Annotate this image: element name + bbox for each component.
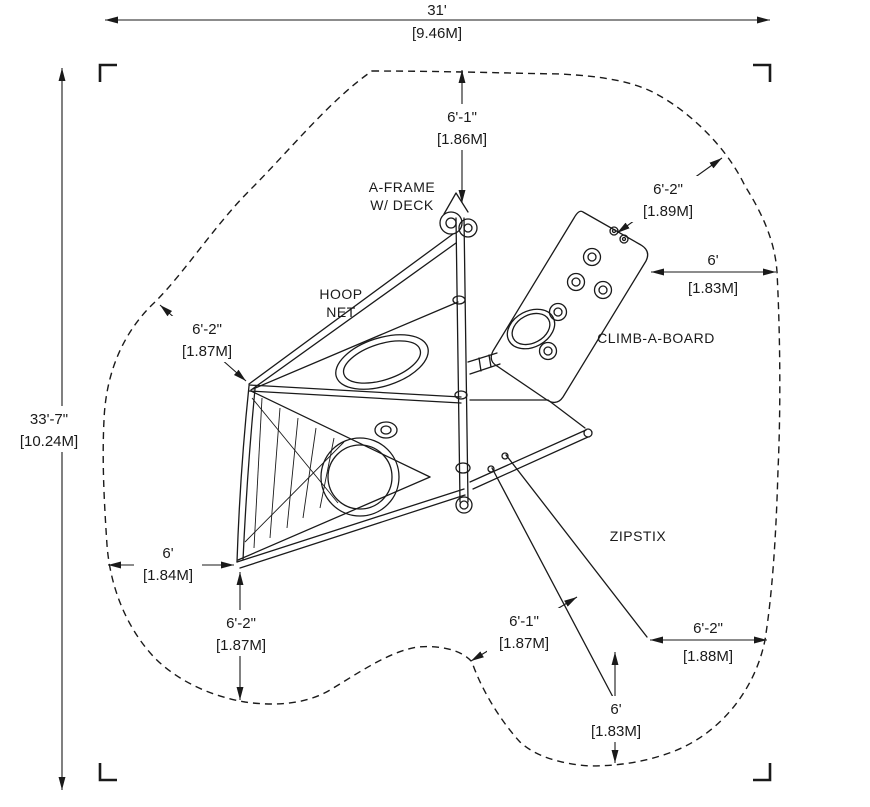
a-frame-structure <box>439 192 478 514</box>
dim-top-metric: [1.86M] <box>437 131 487 148</box>
text-masks <box>10 104 706 742</box>
label-a-frame-line2: W/ DECK <box>370 197 434 213</box>
corner-mark-bottom-left <box>98 763 117 782</box>
dim-lower-left-metric: [1.87M] <box>216 637 266 654</box>
label-climb-a-board: CLIMB-A-BOARD <box>597 330 715 346</box>
dim-overall-width-value: 31' <box>427 2 447 19</box>
corner-mark-top-left <box>98 63 117 82</box>
dim-lower-left-value: 6'-2" <box>226 615 256 632</box>
label-a-frame-line1: A-FRAME <box>369 179 436 195</box>
dim-overall-height-value: 33'-7" <box>30 411 68 428</box>
dim-overall-height-metric: [10.24M] <box>20 433 78 450</box>
label-hoop-net-line2: NET <box>326 304 356 320</box>
dim-upper-right-metric: [1.89M] <box>643 203 693 220</box>
dim-right-value: 6' <box>707 252 718 269</box>
dim-bottom-value: 6' <box>610 701 621 718</box>
climb-a-board-structure <box>467 210 649 490</box>
use-zone-boundary <box>102 70 781 767</box>
corner-mark-bottom-right <box>753 763 772 782</box>
dim-left-value: 6' <box>162 545 173 562</box>
corner-marks <box>98 63 772 782</box>
dim-lower-right-value: 6'-2" <box>693 620 723 637</box>
dim-lower-center-metric: [1.87M] <box>499 635 549 652</box>
dim-upper-left-metric: [1.87M] <box>182 343 232 360</box>
dim-bottom-metric: [1.83M] <box>591 723 641 740</box>
equipment-labels: A-FRAME W/ DECK HOOP NET CLIMB-A-BOARD Z… <box>319 179 714 544</box>
dimension-lines <box>58 16 776 790</box>
dimension-text: 31' [9.46M] 33'-7" [10.24M] 6'-1" [1.86M… <box>20 2 738 740</box>
dim-right-metric: [1.83M] <box>688 280 738 297</box>
hoop-net-structure <box>236 233 466 569</box>
dim-left-metric: [1.84M] <box>143 567 193 584</box>
equipment-structure <box>236 192 649 700</box>
dim-lower-right-metric: [1.88M] <box>683 648 733 665</box>
corner-mark-top-right <box>753 63 772 82</box>
dim-lower-center-value: 6'-1" <box>509 613 539 630</box>
dim-overall-width-metric: [9.46M] <box>412 25 462 42</box>
zipstix-structure <box>487 452 648 700</box>
label-zipstix: ZIPSTIX <box>610 528 667 544</box>
dim-upper-left-value: 6'-2" <box>192 321 222 338</box>
label-hoop-net-line1: HOOP <box>319 286 362 302</box>
dim-upper-right-value: 6'-2" <box>653 181 683 198</box>
dim-top-value: 6'-1" <box>447 109 477 126</box>
